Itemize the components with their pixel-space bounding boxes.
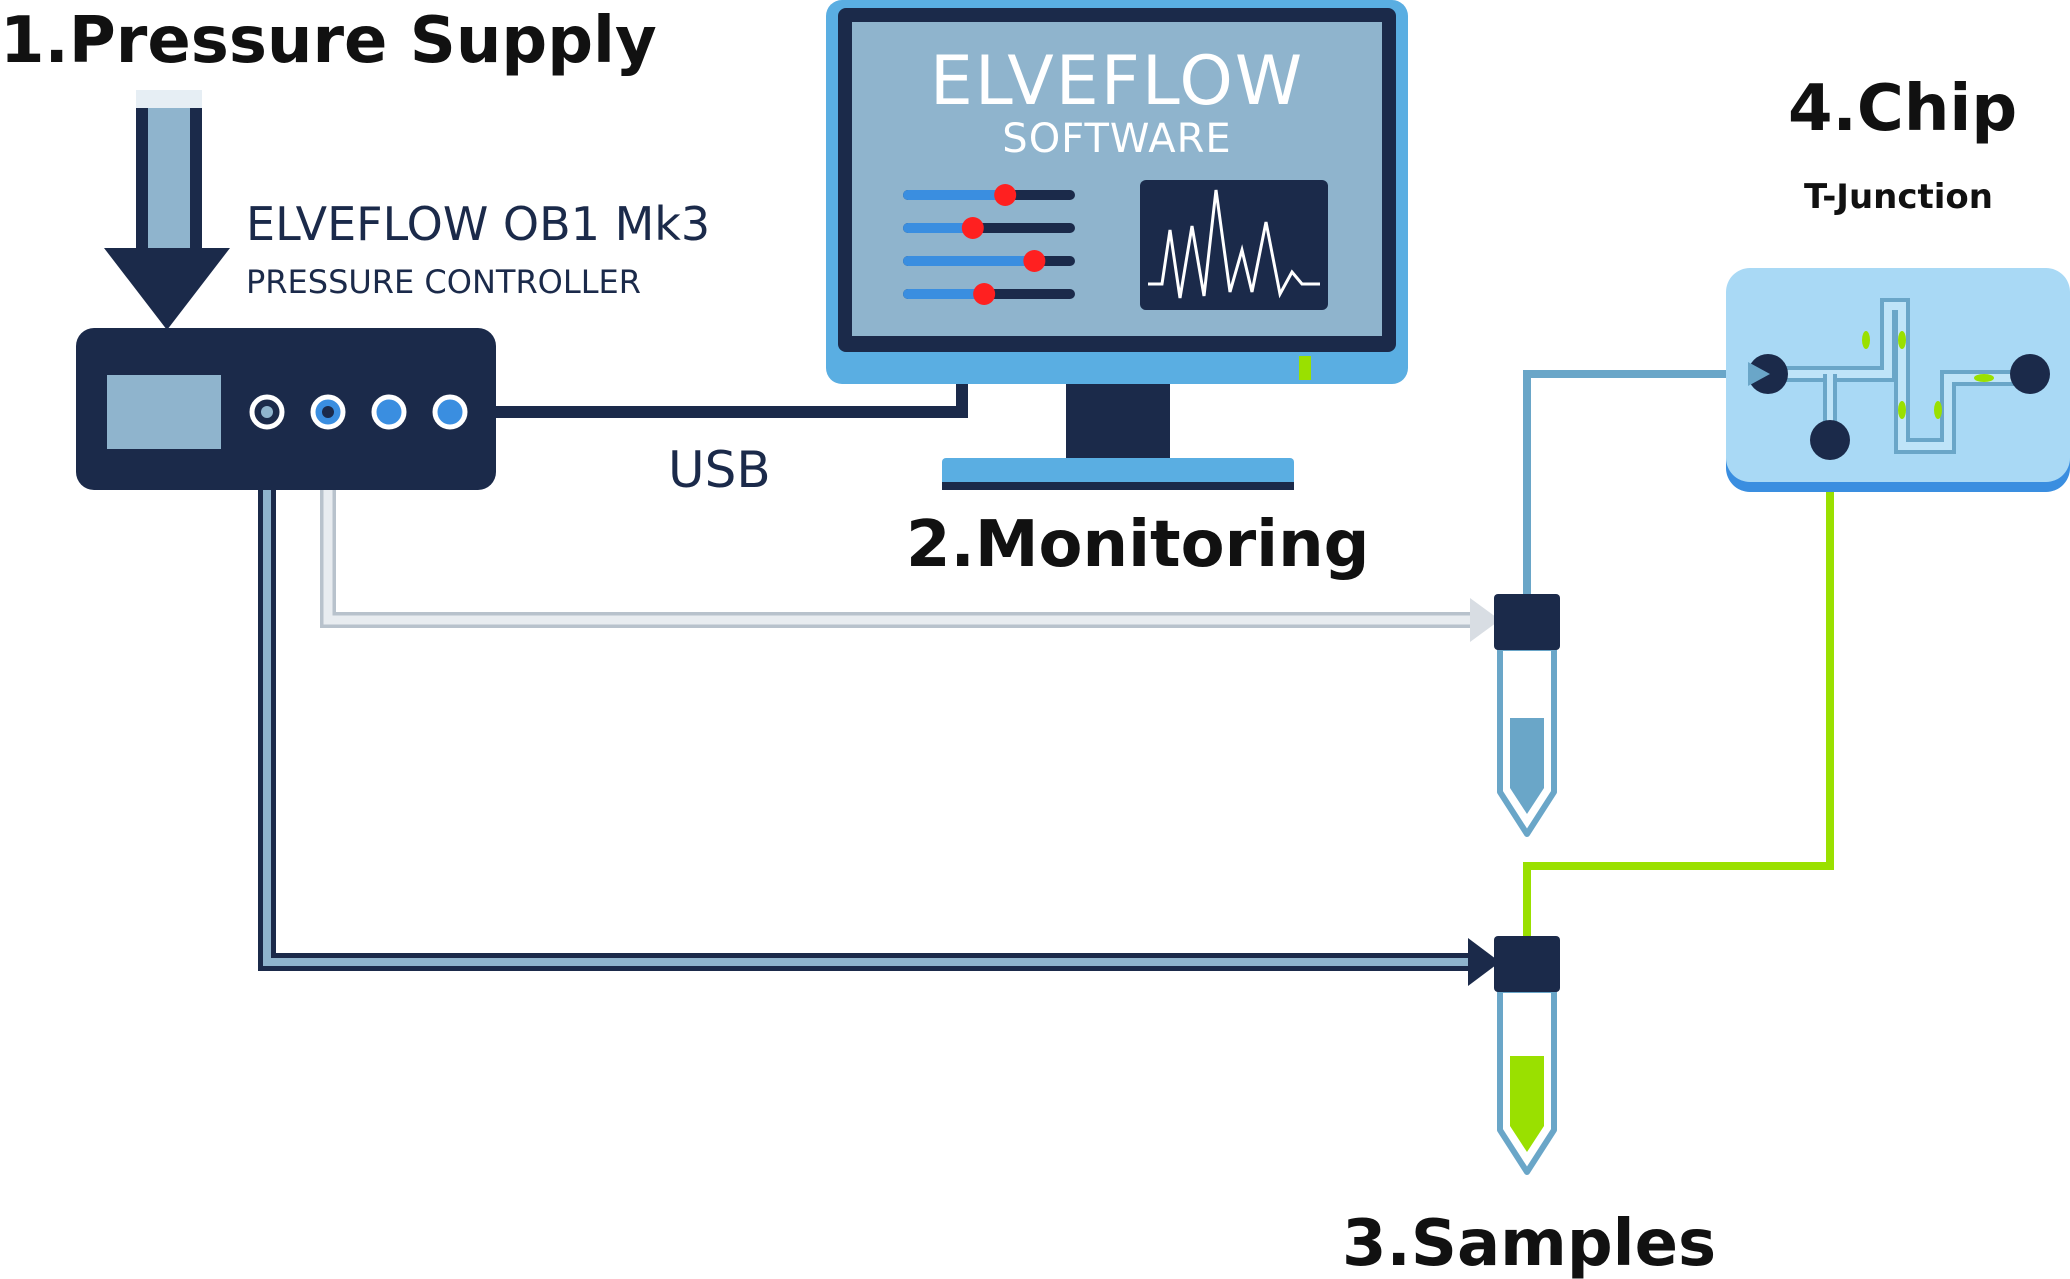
software-title: ELVEFLOW xyxy=(930,42,1304,121)
outlet-port-3 xyxy=(371,394,407,430)
sample-tube-green xyxy=(1494,936,1560,1175)
droplet xyxy=(1862,331,1870,349)
tubing-navy xyxy=(258,412,1500,986)
chip-subheading: T-Junction xyxy=(1804,177,1993,217)
pressure-supply-heading: 1.Pressure Supply xyxy=(0,4,657,78)
computer-monitor: ELVEFLOW SOFTWARE xyxy=(826,0,1408,490)
waveform-panel xyxy=(1140,180,1328,310)
microfluidic-chip xyxy=(1726,268,2070,492)
droplet xyxy=(1898,401,1906,419)
slider-knob xyxy=(961,217,984,239)
droplet xyxy=(1934,401,1942,419)
waveform-icon xyxy=(1148,189,1320,299)
software-subtitle: SOFTWARE xyxy=(1002,116,1231,162)
slider-knob xyxy=(973,283,996,305)
tubing-blue xyxy=(1523,370,1765,596)
sample-tube-blue xyxy=(1494,594,1560,837)
chip-outlet xyxy=(2010,354,2050,394)
droplet xyxy=(1974,374,1994,382)
software-sliders xyxy=(903,184,1075,305)
usb-label: USB xyxy=(668,441,771,499)
tubing-green xyxy=(1523,438,1846,938)
pressure-supply-arrow xyxy=(104,90,230,330)
chip-inlet-2 xyxy=(1810,420,1850,460)
controller-type: PRESSURE CONTROLLER xyxy=(246,263,641,301)
pressure-controller xyxy=(76,328,496,490)
chip-heading: 4.Chip xyxy=(1788,72,2017,146)
outlet-port-4 xyxy=(432,394,468,430)
slider-knob xyxy=(1023,250,1046,272)
slider-knob xyxy=(994,184,1017,206)
droplet xyxy=(1898,331,1906,349)
controller-name: ELVEFLOW OB1 Mk3 xyxy=(246,197,710,251)
usb-cable xyxy=(490,372,968,418)
monitoring-heading: 2.Monitoring xyxy=(906,508,1369,582)
samples-heading: 3.Samples xyxy=(1342,1207,1716,1279)
